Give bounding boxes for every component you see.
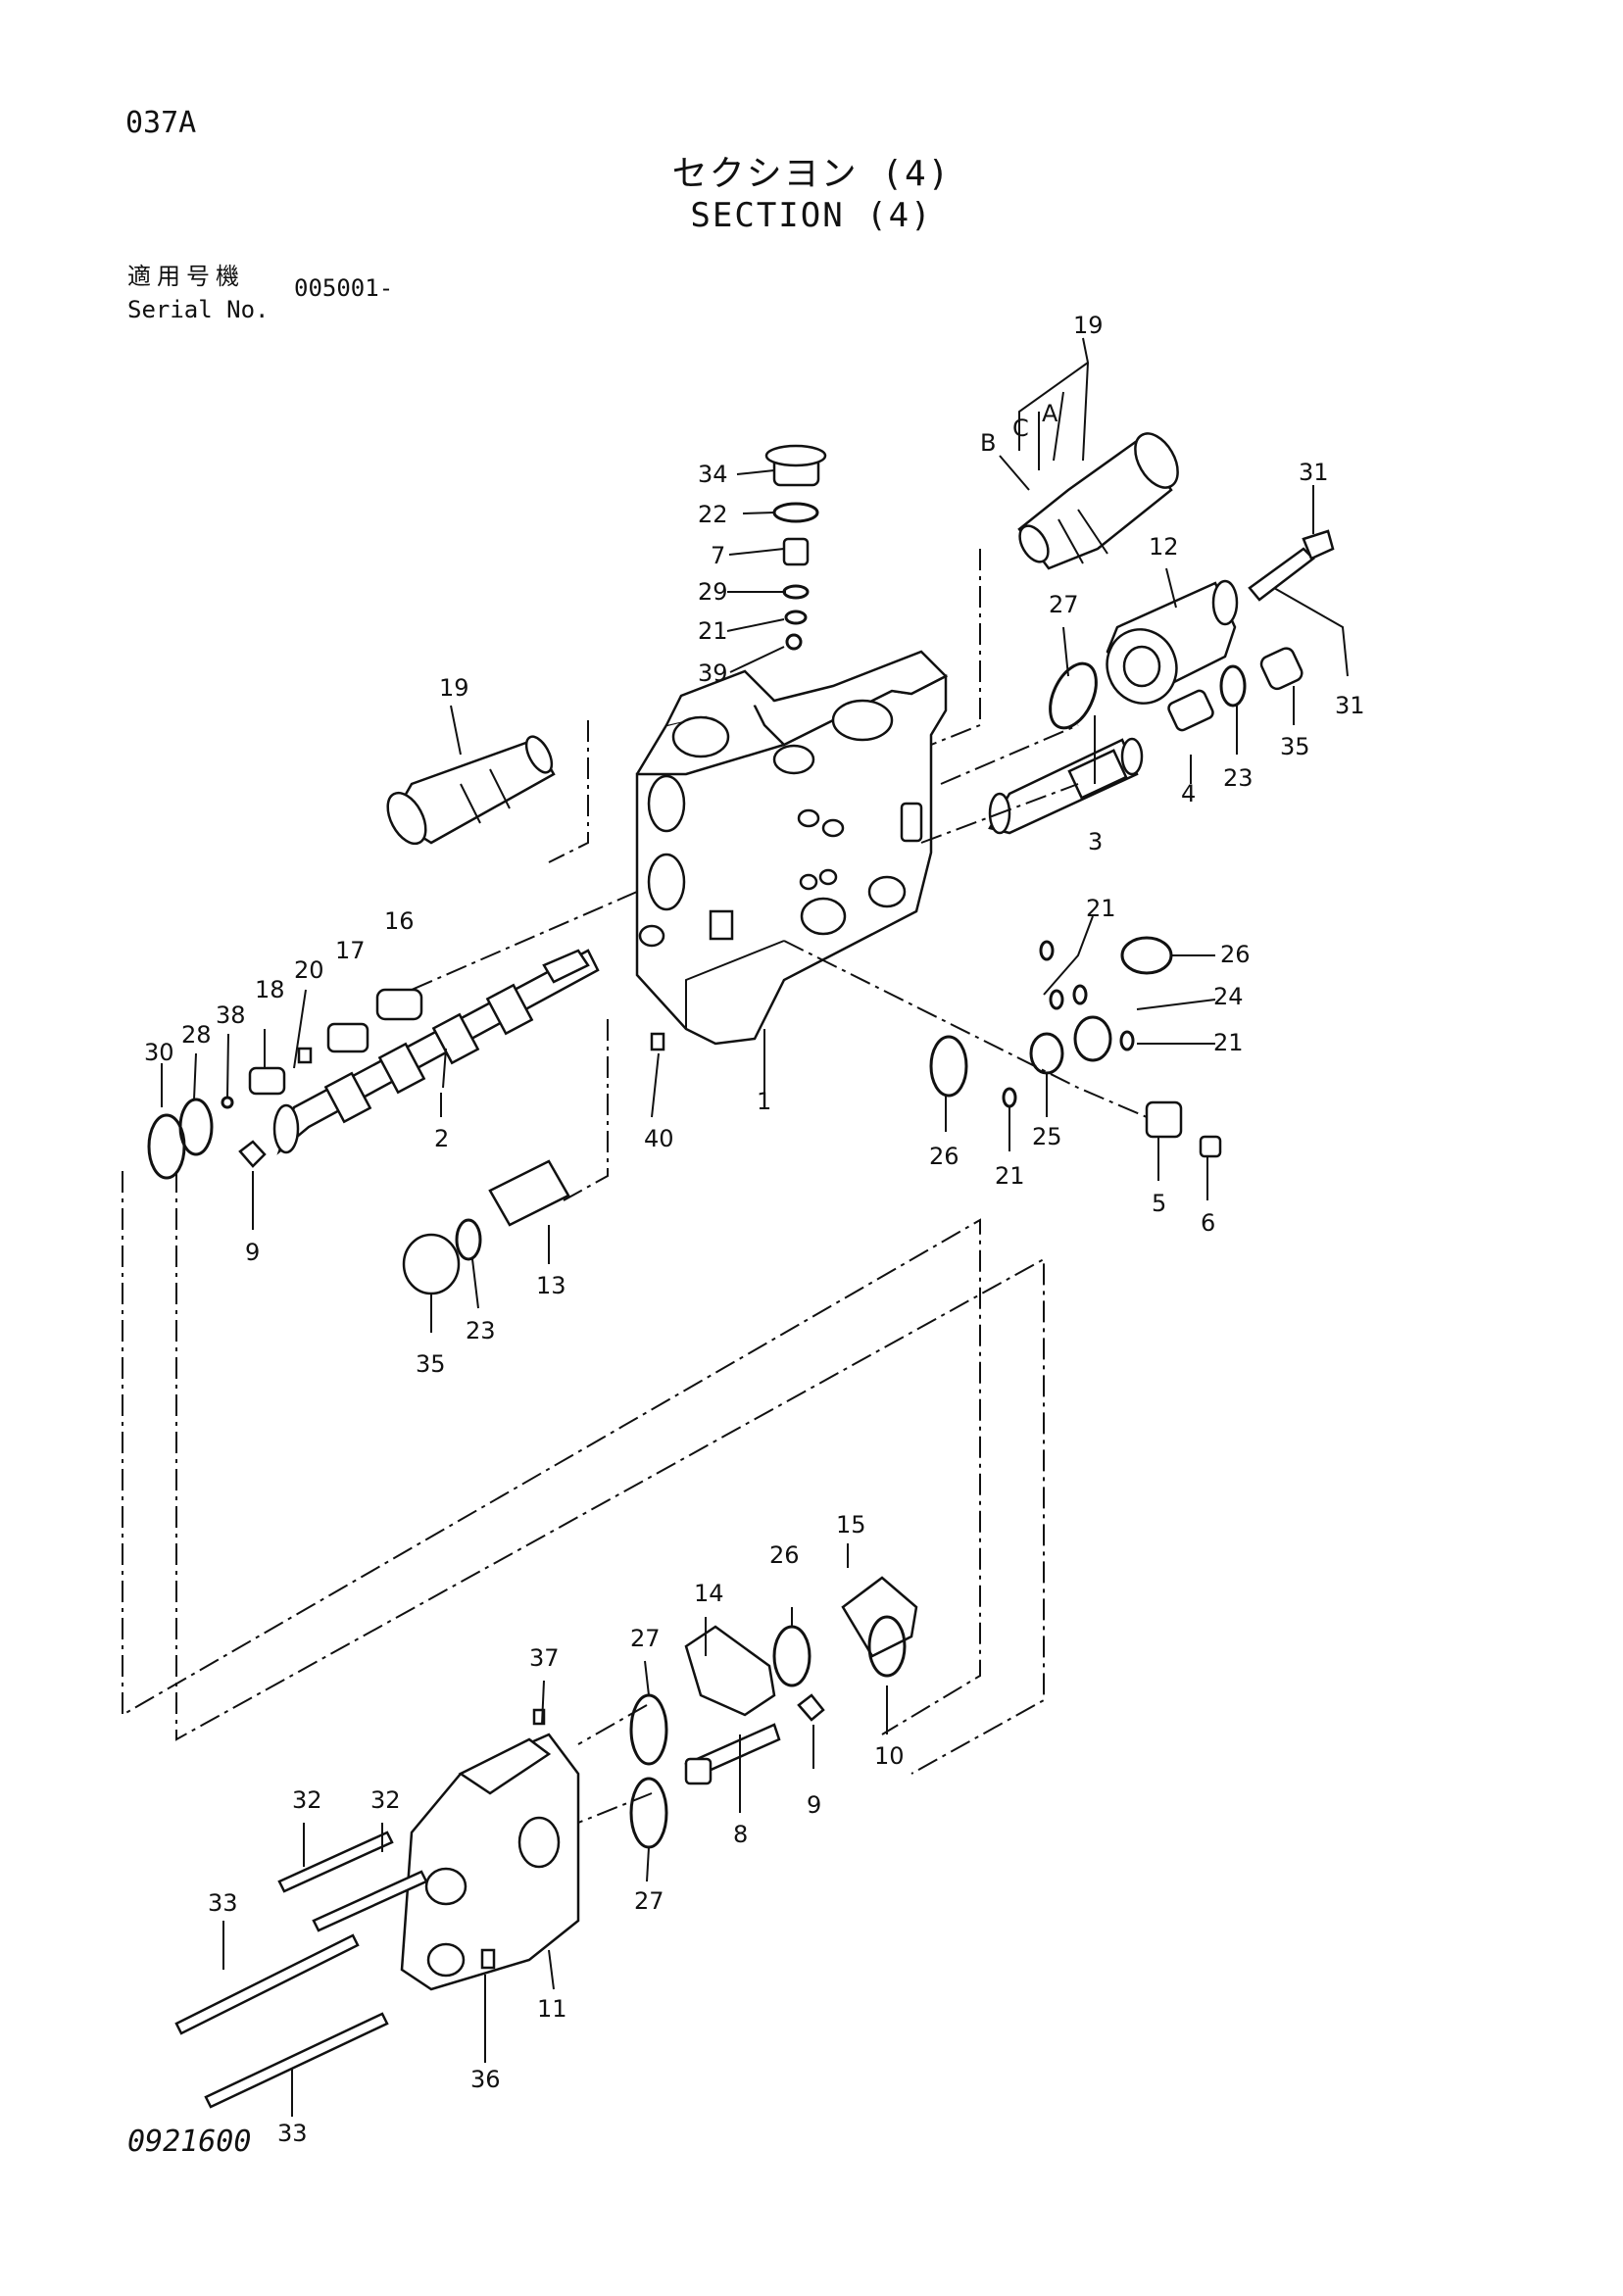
callout-10: 10 xyxy=(874,1742,905,1770)
callout-12: 12 xyxy=(1149,533,1179,561)
callout-13: 13 xyxy=(536,1272,566,1299)
callout-B: B xyxy=(980,429,996,457)
alignment-lines xyxy=(122,549,1148,1824)
callout-23: 23 xyxy=(1223,764,1254,792)
callout-26: 26 xyxy=(769,1541,800,1569)
callout-21: 21 xyxy=(995,1162,1025,1190)
callout-40: 40 xyxy=(644,1125,674,1152)
cover-part xyxy=(1106,579,1239,705)
callout-27: 27 xyxy=(1049,591,1079,618)
callout-38: 38 xyxy=(216,1001,246,1029)
callout-21: 21 xyxy=(698,617,728,645)
main-spool-part xyxy=(272,949,600,1155)
callout-30: 30 xyxy=(144,1039,174,1066)
callout-34: 34 xyxy=(698,461,728,488)
callout-9: 9 xyxy=(807,1791,821,1819)
callout-33: 33 xyxy=(208,1889,238,1917)
callout-36: 36 xyxy=(470,2066,501,2093)
callout-29: 29 xyxy=(698,578,728,606)
callout-20: 20 xyxy=(294,956,324,984)
callout-9: 9 xyxy=(245,1239,260,1266)
small-parts-upper xyxy=(764,444,1335,732)
callout-33: 33 xyxy=(277,2120,308,2147)
spool-part xyxy=(988,737,1144,835)
relief-valve-part-top xyxy=(1017,432,1179,570)
callout-39: 39 xyxy=(698,659,728,687)
page-title-japanese: セクシヨン (4) xyxy=(671,154,952,194)
page-title: SECTION (4) xyxy=(690,196,933,235)
callout-31: 31 xyxy=(1335,692,1365,719)
drawing-number: 0921600 xyxy=(127,2125,252,2159)
callout-31: 31 xyxy=(1299,459,1329,486)
callout-3: 3 xyxy=(1088,828,1103,855)
callout-21: 21 xyxy=(1086,895,1116,922)
callout-32: 32 xyxy=(292,1786,322,1814)
callout-14: 14 xyxy=(694,1580,724,1607)
serial-number-value: 005001- xyxy=(294,274,394,302)
callout-11: 11 xyxy=(537,1995,567,2023)
callout-7: 7 xyxy=(711,542,725,569)
callout-32: 32 xyxy=(370,1786,401,1814)
small-parts-right xyxy=(929,936,1222,1158)
relief-valve-part-left xyxy=(386,735,556,846)
lower-cover-part xyxy=(400,1733,580,1991)
callout-21: 21 xyxy=(1213,1029,1244,1056)
leader-lines xyxy=(161,337,1349,2117)
callout-28: 28 xyxy=(181,1021,212,1049)
callout-15: 15 xyxy=(836,1511,866,1539)
callout-numbers: 19 A C B 34 22 7 29 21 39 31 12 27 31 19… xyxy=(144,312,1365,2147)
callout-27: 27 xyxy=(630,1625,661,1652)
callout-22: 22 xyxy=(698,501,728,528)
callout-6: 6 xyxy=(1201,1209,1215,1237)
callout-16: 16 xyxy=(384,907,415,935)
callout-1: 1 xyxy=(757,1088,771,1115)
callout-26: 26 xyxy=(1220,941,1251,968)
callout-2: 2 xyxy=(434,1125,449,1152)
callout-26: 26 xyxy=(929,1143,959,1170)
callout-C: C xyxy=(1012,415,1029,442)
callout-18: 18 xyxy=(255,976,285,1003)
callout-A: A xyxy=(1042,400,1058,427)
serial-label: Serial No. xyxy=(127,296,270,323)
callout-17: 17 xyxy=(335,937,366,964)
callout-35: 35 xyxy=(416,1350,446,1378)
callout-24: 24 xyxy=(1213,983,1244,1010)
serial-label-japanese: 適用号機 xyxy=(127,263,245,290)
callout-8: 8 xyxy=(733,1821,748,1848)
callout-4: 4 xyxy=(1181,780,1196,807)
callout-5: 5 xyxy=(1152,1190,1166,1217)
page-code: 037A xyxy=(125,106,197,140)
callout-23: 23 xyxy=(466,1317,496,1344)
valve-body-part xyxy=(635,650,949,1046)
callout-35: 35 xyxy=(1280,733,1310,760)
small-parts-left xyxy=(147,988,665,1295)
callout-27: 27 xyxy=(634,1887,664,1915)
callout-25: 25 xyxy=(1032,1123,1062,1150)
callout-19: 19 xyxy=(439,674,469,702)
callout-37: 37 xyxy=(529,1644,560,1672)
callout-19: 19 xyxy=(1073,312,1104,339)
